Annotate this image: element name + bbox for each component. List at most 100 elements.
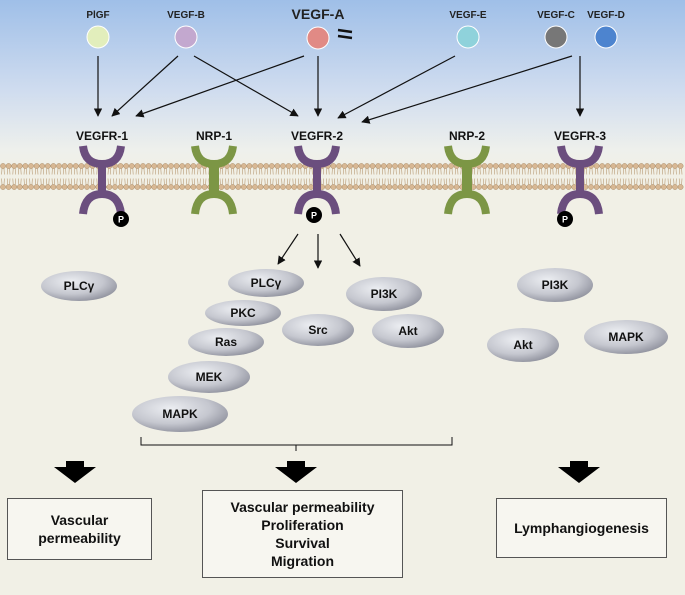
lipid-head [235,184,241,190]
lipid-tail [667,168,672,175]
lipid-tail [522,178,526,185]
lipid-tail [348,178,352,185]
lipid-head [22,184,29,190]
lipid-tail [561,178,565,185]
lipid-head [672,184,678,190]
node-src-label: Src [308,323,328,337]
lipid-head [638,163,645,169]
lipid-head [352,184,359,190]
lipid-tail [438,178,442,185]
lipid-tail [550,178,554,185]
lipid-tail [650,178,655,185]
lipid-head [134,184,141,190]
lipid-tail [292,168,296,175]
outcome-arrow-center [275,461,317,483]
lipid-tail [426,168,431,175]
lipid-tail [124,178,128,185]
lipid-tail [320,168,324,175]
lipid-head [56,184,62,190]
lipid-tail [533,178,537,185]
lipid-tail [180,168,184,175]
lipid-tail [230,178,235,185]
lipid-tail [146,168,151,175]
lipid-tail [225,178,229,185]
lipid-head [246,163,253,169]
lipid-tail [359,168,364,175]
receptor-nrp2: NRP-2 [444,129,490,215]
node-ras-label: Ras [215,335,237,349]
lipid-tail [270,178,274,185]
lipid-head [521,163,527,169]
lipid-tail [135,168,140,175]
lipid-tail [634,168,638,175]
lipid-head [201,184,208,190]
lipid-tail [533,168,537,175]
lipid-tail [264,168,268,175]
lipid-tail [566,168,571,175]
lipid-head [179,163,185,169]
lipid-tail [673,178,677,185]
lipid-head [492,163,499,169]
lipid-head [140,163,146,169]
lipid-tail [6,168,11,175]
lipid-head [425,163,432,169]
lipid-tail [628,168,632,175]
lipid-head [252,184,258,190]
lipid-tail [365,168,369,175]
node-plcg-vegfr1-label: PLCγ [64,279,95,293]
outcome-left-line-2: permeability [38,530,121,546]
lipid-tail [186,168,190,175]
receptor-extracellular-domain [444,145,490,169]
lipid-head [123,163,129,169]
lipid-tail [107,178,112,185]
node-pkc: PKC [205,300,281,326]
lipid-head [605,184,611,190]
lipid-tail [337,178,341,185]
lipid-head [403,163,410,169]
node-akt-vegfr3: Akt [487,328,559,362]
lipid-head [442,184,449,190]
phospho-vegfr3: P [557,211,573,227]
lipid-tail [376,178,380,185]
lipid-tail [309,178,313,185]
lipid-tail [426,178,431,185]
lipid-head [302,184,309,190]
lipid-tail [247,168,252,175]
lipid-head [593,163,600,169]
lipid-head [263,184,270,190]
lipid-tail [12,168,16,175]
lipid-head [403,184,410,190]
lipid-tail [505,168,509,175]
lipid-head [246,184,253,190]
lipid-head [296,184,303,190]
lipid-tail [415,168,420,175]
lipid-head [554,184,561,190]
outcome-box-vegfr2: Vascular permeability Proliferation Surv… [202,490,403,578]
lipid-head [61,163,68,169]
lipid-head [179,184,185,190]
lipid-tail [23,168,28,175]
lipid-tail [292,178,296,185]
lipid-tail [449,178,453,185]
lipid-head [162,163,169,169]
lipid-tail [152,178,156,185]
lipid-tail [471,178,476,185]
lipid-head [453,184,460,190]
lipid-tail [522,168,526,175]
lipid-head [532,184,538,190]
lipid-head [492,184,499,190]
lipid-tail [611,168,616,175]
lipid-tail [550,168,554,175]
lipid-tail [354,168,358,175]
lipid-head [369,163,376,169]
lipid-tail [527,168,532,175]
lipid-head [509,163,516,169]
lipid-tail [309,168,313,175]
lipid-tail [197,168,201,175]
lipid-tail [298,168,302,175]
lipid-head [156,184,163,190]
vegfa-dimer-mark [337,28,353,40]
lipid-head [263,163,270,169]
lipid-head [16,184,23,190]
